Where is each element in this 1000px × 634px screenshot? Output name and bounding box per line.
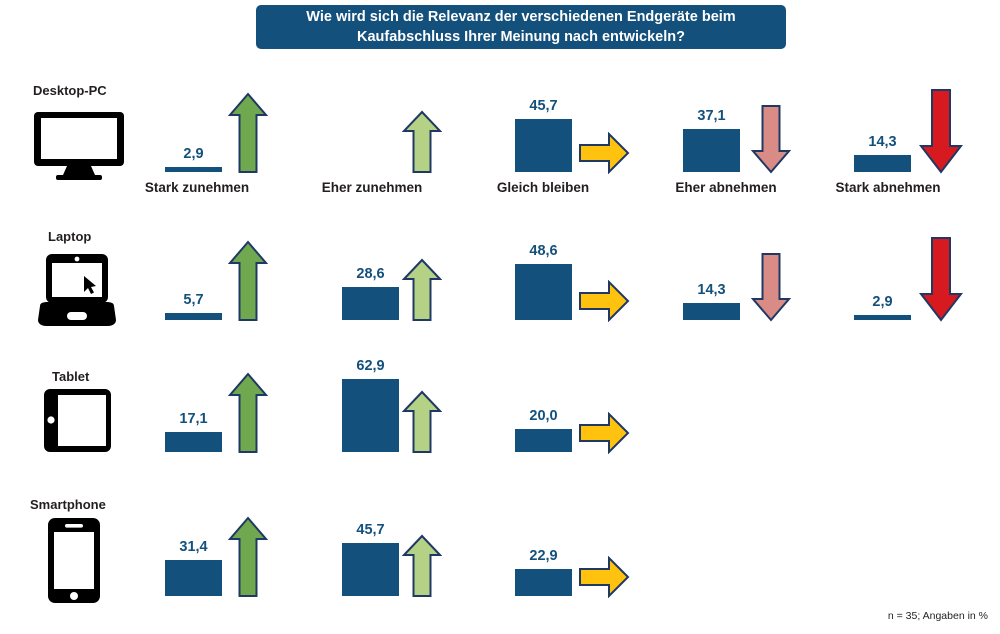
value-label: 5,7: [183, 292, 204, 309]
value-bar: [683, 303, 740, 320]
value-bar: [342, 286, 399, 320]
laptop-icon: [38, 254, 116, 331]
value-bar: [854, 155, 911, 172]
value-label: 22,9: [529, 548, 558, 565]
strong-down-arrow-icon: [919, 88, 963, 174]
category-label-eher-abnehmen: Eher abnehmen: [675, 180, 777, 195]
value-bar: [165, 313, 222, 320]
device-label: Desktop-PC: [33, 83, 107, 98]
value-label: 31,4: [179, 538, 208, 555]
value-bar: [515, 428, 572, 452]
strong-up-arrow-icon: [228, 92, 268, 174]
value-label: 2,9: [872, 294, 893, 310]
same-right-arrow-icon: [578, 556, 630, 598]
device-label: Laptop: [48, 229, 92, 244]
strong-up-arrow-icon: [228, 372, 268, 454]
slight-up-arrow-icon: [402, 110, 442, 174]
smartphone-icon: [48, 518, 100, 608]
value-bar: [165, 167, 222, 172]
value-label: 45,7: [356, 521, 385, 538]
slight-up-arrow-icon: [402, 390, 442, 454]
title-line-2: Kaufabschluss Ihrer Meinung nach entwick…: [357, 29, 685, 45]
title-line-1: Wie wird sich die Relevanz der verschied…: [306, 9, 736, 25]
tablet-icon: [44, 389, 111, 457]
value-bar: [854, 315, 911, 320]
device-label: Smartphone: [30, 497, 106, 512]
slight-down-arrow-icon: [751, 252, 791, 322]
value-label: 20,0: [529, 407, 558, 424]
value-bar: [165, 432, 222, 452]
same-right-arrow-icon: [578, 280, 630, 322]
value-bar: [515, 118, 572, 172]
category-label-stark-zunehmen: Stark zunehmen: [144, 180, 250, 195]
strong-up-arrow-icon: [228, 516, 268, 598]
same-right-arrow-icon: [578, 132, 630, 174]
value-label: 45,7: [529, 97, 558, 114]
value-label: 2,9: [183, 146, 204, 162]
value-bar: [165, 559, 222, 596]
value-bar: [515, 263, 572, 320]
value-bar: [683, 128, 740, 172]
category-label-stark-abnehmen: Stark abnehmen: [835, 180, 941, 195]
value-bar: [342, 542, 399, 596]
value-bar: [515, 569, 572, 596]
footnote-sample-size: n = 35; Angaben in %: [887, 610, 988, 622]
slight-up-arrow-icon: [402, 258, 442, 322]
same-right-arrow-icon: [578, 412, 630, 454]
value-label: 48,6: [529, 242, 558, 259]
category-label-eher-zunehmen: Eher zunehmen: [321, 180, 423, 195]
value-label: 17,1: [179, 411, 208, 428]
strong-down-arrow-icon: [919, 236, 963, 322]
value-label: 14,3: [697, 282, 726, 299]
device-label: Tablet: [52, 369, 90, 384]
desktop-monitor-icon: [34, 112, 124, 185]
category-header-row: Stark zunehmen Eher zunehmen Gleich blei…: [0, 180, 1000, 200]
value-label: 37,1: [697, 107, 726, 124]
slight-up-arrow-icon: [402, 534, 442, 598]
strong-up-arrow-icon: [228, 240, 268, 322]
question-title-banner: Wie wird sich die Relevanz der verschied…: [256, 5, 786, 49]
value-label: 14,3: [868, 134, 897, 151]
value-label: 62,9: [356, 358, 385, 375]
value-bar: [342, 379, 399, 452]
value-label: 28,6: [356, 265, 385, 282]
slight-down-arrow-icon: [751, 104, 791, 174]
category-label-gleich-bleiben: Gleich bleiben: [496, 180, 590, 195]
